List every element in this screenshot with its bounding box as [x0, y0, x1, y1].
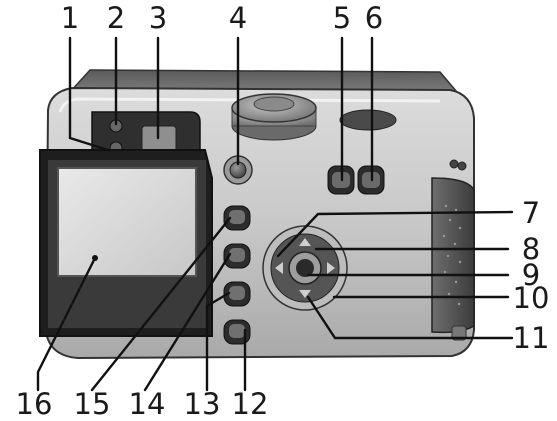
leader-16-dot	[92, 255, 98, 261]
directional-pad	[262, 225, 348, 311]
callout-10: 10	[513, 281, 550, 315]
leader-16	[36, 256, 97, 392]
leader-lines	[36, 36, 514, 392]
callout-5: 5	[333, 1, 351, 35]
callout-14: 14	[129, 387, 166, 421]
callout-7: 7	[522, 196, 540, 230]
side-buttons	[223, 205, 251, 345]
callout-6: 6	[365, 1, 383, 35]
callout-8: 8	[522, 232, 540, 266]
lcd-monitor	[39, 149, 213, 337]
callout-16: 16	[16, 387, 53, 421]
camera-illustration	[39, 69, 475, 360]
leader-7	[276, 210, 514, 258]
hand-grip	[431, 159, 475, 341]
callout-2: 2	[107, 1, 125, 35]
mode-dial	[231, 93, 317, 141]
callout-4: 4	[229, 1, 247, 35]
leader-13	[205, 291, 231, 392]
callout-1: 1	[61, 1, 79, 35]
leader-1	[68, 36, 110, 152]
leader-15	[90, 216, 232, 392]
callout-13: 13	[184, 387, 221, 421]
leader-14	[143, 252, 232, 392]
leader-11	[306, 295, 514, 340]
callout-11: 11	[513, 321, 550, 355]
callout-labels: 1 2 3 4 5 6 7 8 9 10 11 12 13 14 15 16	[16, 1, 550, 421]
callout-9: 9	[522, 258, 540, 292]
callout-3: 3	[149, 1, 167, 35]
callout-15: 15	[74, 387, 111, 421]
callout-12: 12	[232, 387, 269, 421]
